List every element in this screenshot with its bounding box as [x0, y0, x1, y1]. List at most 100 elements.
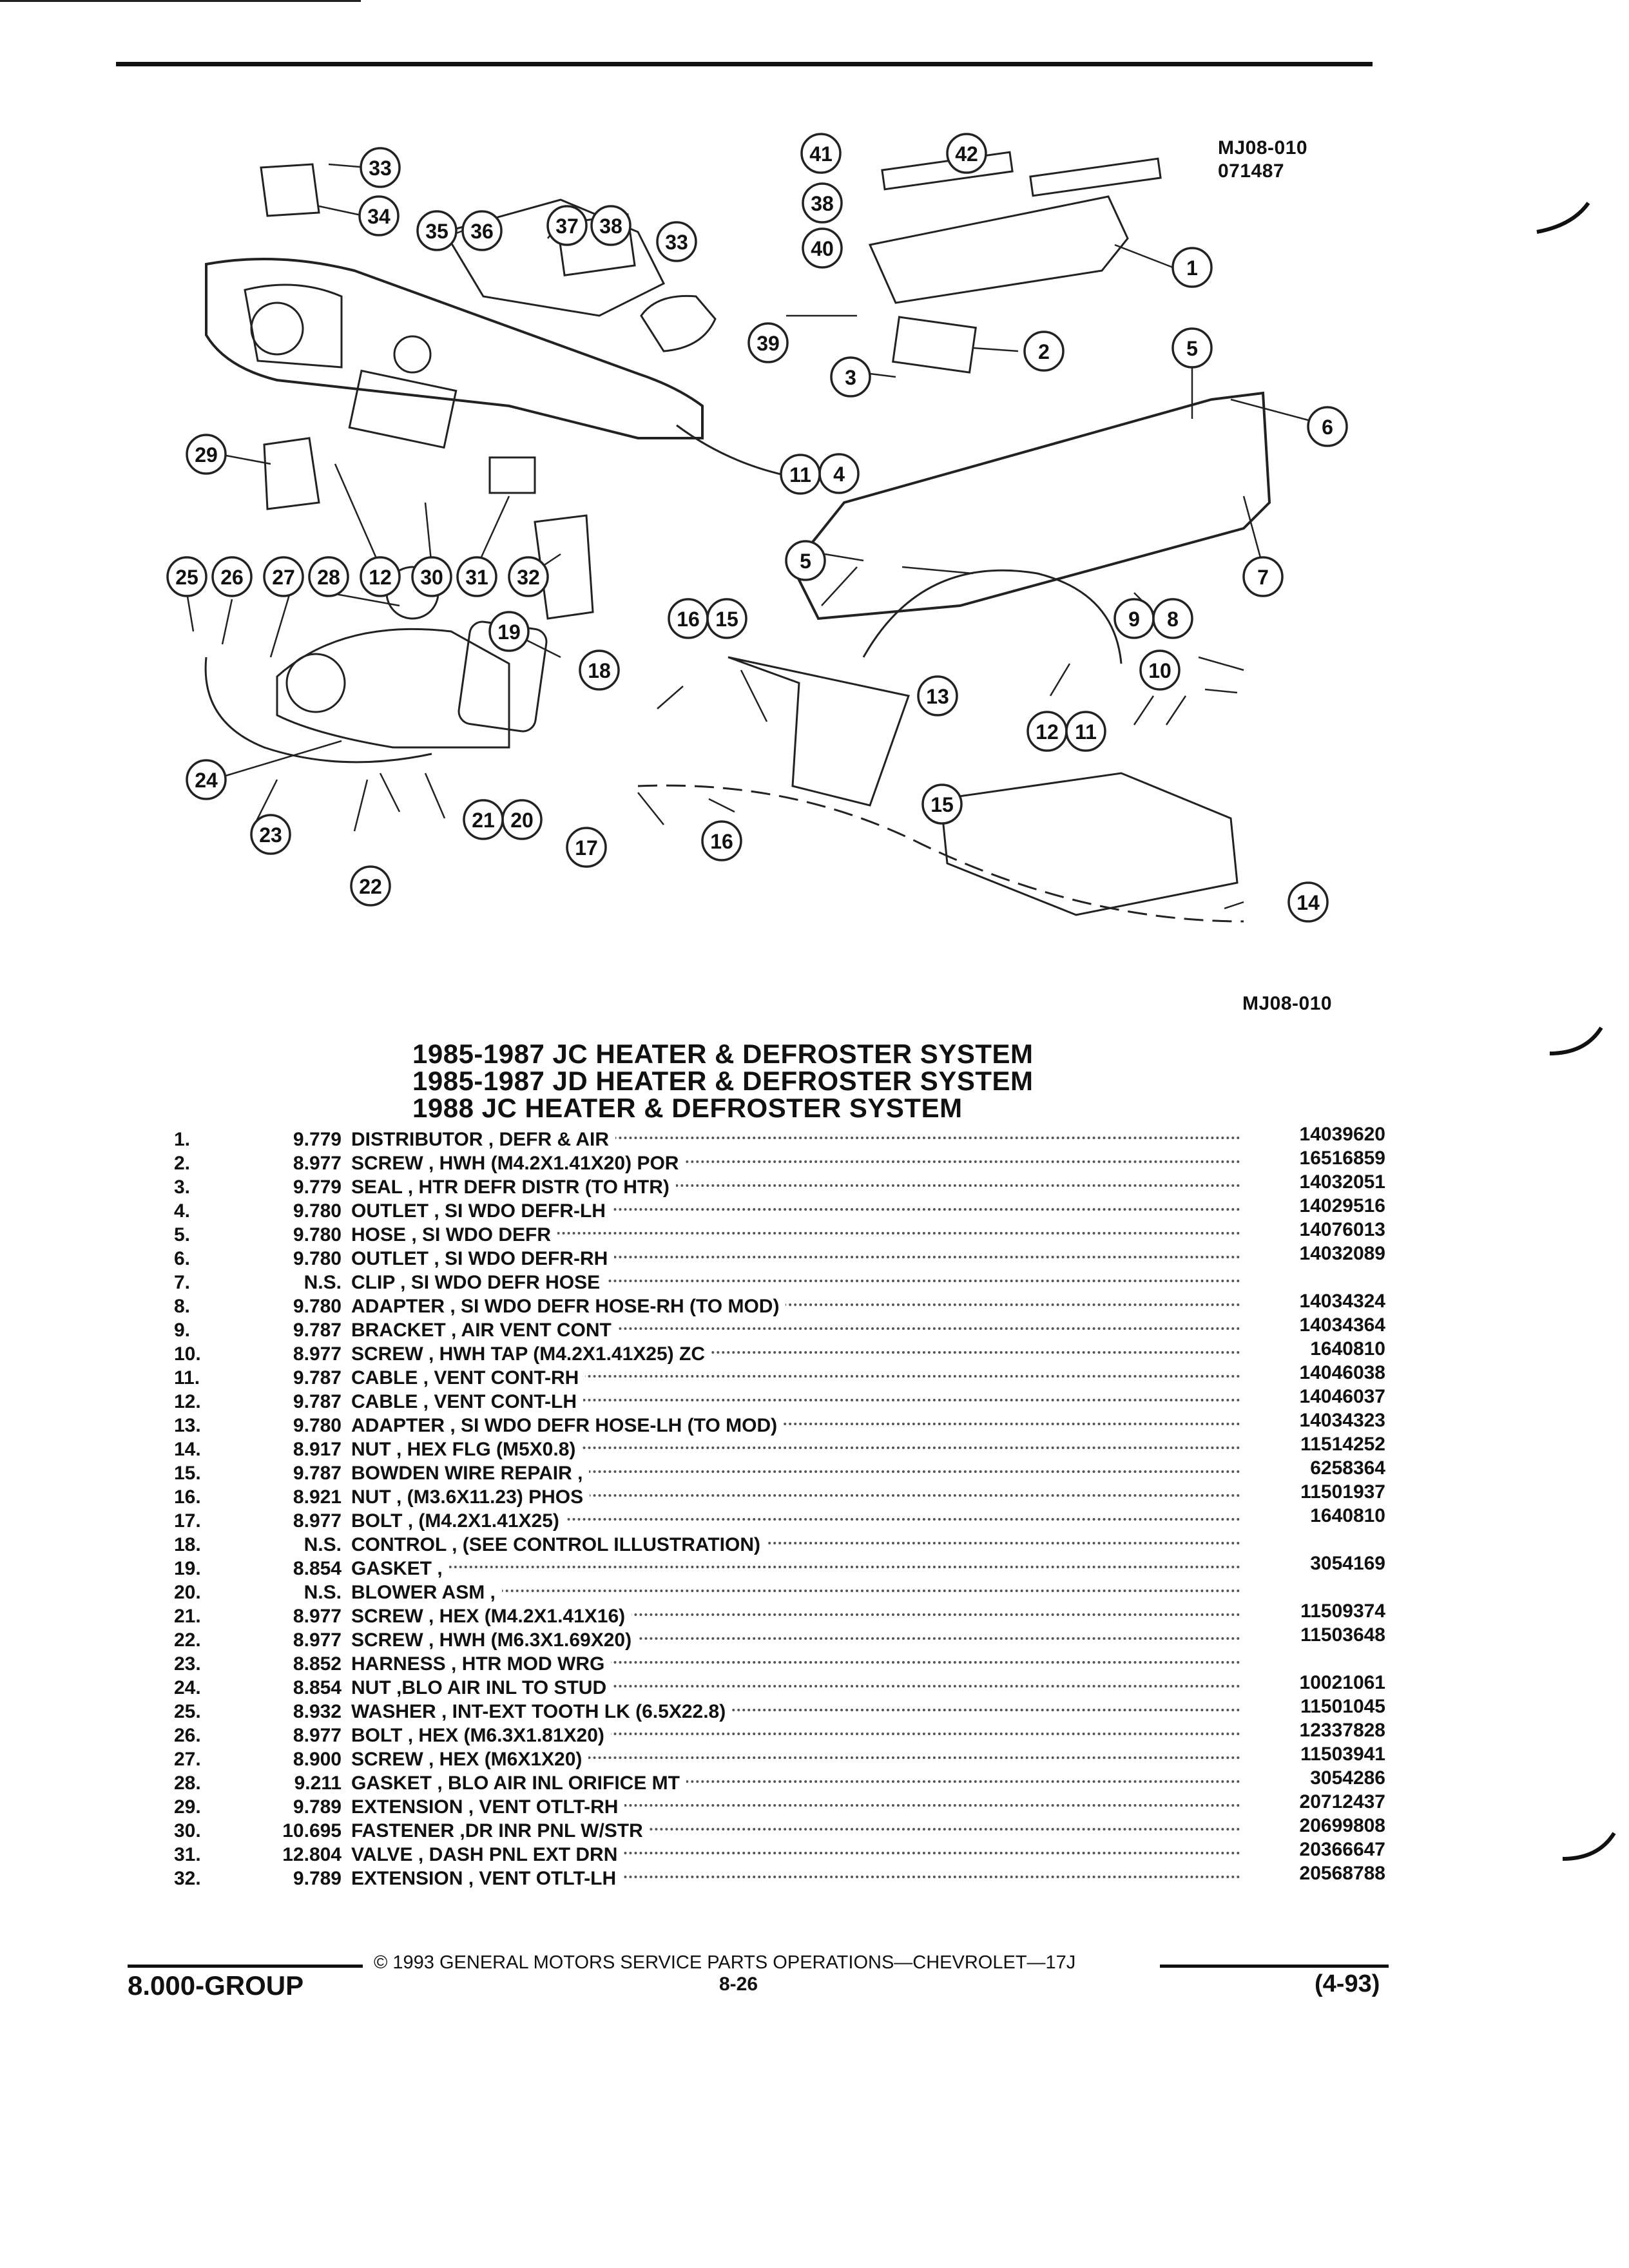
group-number: 8.854: [293, 1677, 342, 1698]
part-number: 20712437: [1299, 1791, 1385, 1812]
dot-leader: [351, 1733, 1240, 1735]
group-number: N.S.: [304, 1534, 342, 1555]
item-number: 1.: [174, 1129, 191, 1150]
dot-leader: [351, 1184, 1240, 1187]
distributor-1: [868, 195, 1129, 304]
part-description-text: BOWDEN WIRE REPAIR ,: [351, 1463, 590, 1484]
callout-39: 39: [747, 322, 789, 363]
footer-revision-date: (4-93): [1315, 1970, 1380, 1997]
dot-leader: [351, 1780, 1240, 1783]
group-number: 9.779: [293, 1129, 342, 1150]
margin-mark-1: [1536, 202, 1590, 234]
svg-text:38: 38: [599, 215, 622, 238]
part-description-text: ADAPTER , SI WDO DEFR HOSE-LH (TO MOD): [351, 1415, 784, 1436]
part-description-text: VALVE , DASH PNL EXT DRN: [351, 1844, 624, 1865]
svg-text:24: 24: [195, 769, 218, 792]
callout-bubbles: 33 34 35 36 37 38 33 39 41 42 38 40 1 2 …: [166, 133, 1348, 923]
grille-41: [881, 151, 1014, 191]
item-number: 32.: [174, 1868, 201, 1889]
dot-leader: [351, 1494, 1240, 1497]
svg-text:19: 19: [497, 620, 521, 644]
parts-row: 7.N.S.CLIP , SI WDO DEFR HOSE: [174, 1271, 1398, 1294]
svg-text:11: 11: [789, 463, 811, 486]
part-description-text: DISTRIBUTOR , DEFR & AIR: [351, 1129, 616, 1150]
item-number: 3.: [174, 1177, 191, 1198]
item-number: 27.: [174, 1749, 201, 1770]
part-description-text: OUTLET , SI WDO DEFR-LH: [351, 1200, 612, 1222]
part-description: GASKET , BLO AIR INL ORIFICE MT: [351, 1771, 686, 1795]
part-description-text: CLIP , SI WDO DEFR HOSE: [351, 1272, 607, 1293]
item-number: 4.: [174, 1200, 191, 1222]
callout-8: 8: [1152, 598, 1193, 639]
part-description: WASHER , INT-EXT TOOTH LK (6.5X22.8): [351, 1700, 733, 1724]
group-number: 8.932: [293, 1701, 342, 1722]
svg-text:21: 21: [472, 809, 495, 832]
part-description: OUTLET , SI WDO DEFR-LH: [351, 1199, 612, 1223]
dot-leader: [351, 1351, 1240, 1354]
part-description-text: CABLE , VENT CONT-LH: [351, 1391, 583, 1412]
item-number: 31.: [174, 1844, 201, 1865]
svg-text:10: 10: [1148, 659, 1171, 682]
part-description: EXTENSION , VENT OTLT-LH: [351, 1867, 623, 1890]
part-description: CLIP , SI WDO DEFR HOSE: [351, 1271, 607, 1294]
callout-9: 9: [1113, 598, 1155, 639]
group-number: 8.977: [293, 1510, 342, 1532]
item-number: 8.: [174, 1296, 191, 1317]
callout-31: 31: [456, 556, 497, 597]
callout-40: 40: [802, 227, 843, 269]
callout-21: 21: [463, 799, 504, 840]
callout-18: 18: [579, 649, 620, 691]
register-34: [260, 163, 320, 217]
group-number: 8.917: [293, 1439, 342, 1460]
instrument-panel-left: [205, 258, 704, 439]
dot-leader: [351, 1423, 1240, 1425]
callout-15: 15: [921, 783, 963, 825]
svg-text:17: 17: [575, 836, 598, 860]
part-number: 11514252: [1300, 1434, 1385, 1455]
part-description: HOSE , SI WDO DEFR: [351, 1223, 558, 1247]
svg-text:29: 29: [195, 443, 218, 466]
svg-text:36: 36: [470, 220, 494, 243]
group-number: 8.854: [293, 1558, 342, 1579]
margin-mark-3: [1562, 1832, 1616, 1861]
callout-17: 17: [566, 827, 607, 868]
group-number: 9.780: [293, 1415, 342, 1436]
item-number: 20.: [174, 1582, 201, 1603]
callout-38: 38: [590, 205, 631, 246]
part-description: BLOWER ASM ,: [351, 1581, 502, 1604]
svg-text:31: 31: [465, 566, 488, 589]
part-number: 20366647: [1299, 1839, 1385, 1860]
item-number: 13.: [174, 1415, 201, 1436]
dot-leader: [351, 1375, 1240, 1378]
dot-leader: [351, 1137, 1240, 1139]
group-number: 8.977: [293, 1153, 342, 1174]
instrument-panel-right: [791, 391, 1271, 620]
item-number: 2.: [174, 1153, 191, 1174]
part-description-text: SCREW , HWH (M6.3X1.69X20): [351, 1629, 639, 1651]
group-number: 8.977: [293, 1343, 342, 1365]
group-number: 9.779: [293, 1177, 342, 1198]
cable-11-left: [676, 424, 793, 478]
svg-text:12: 12: [1036, 720, 1059, 744]
part-number: 11503648: [1300, 1624, 1385, 1646]
item-number: 23.: [174, 1653, 201, 1675]
outlet-39: [640, 294, 717, 352]
svg-text:16: 16: [710, 830, 733, 853]
part-description-text: SCREW , HWH TAP (M4.2X1.41X25) ZC: [351, 1343, 711, 1365]
part-description-text: NUT ,BLO AIR INL TO STUD: [351, 1677, 613, 1698]
item-number: 24.: [174, 1677, 201, 1698]
seal-3: [892, 316, 977, 374]
callout-16b: 16: [701, 820, 742, 861]
callout-1: 1: [1171, 247, 1213, 288]
